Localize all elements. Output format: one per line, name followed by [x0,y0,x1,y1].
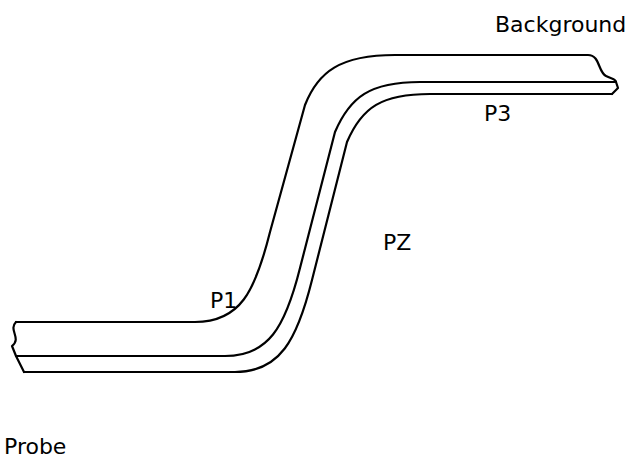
strip-right-end [612,82,618,94]
point-label: PZ [383,232,411,254]
point-label: P3 [484,103,511,125]
strip-bottom-edge [24,94,612,372]
region-label: Background [495,14,626,36]
strip-top-edge [16,82,616,356]
strip-left-end [12,322,24,372]
region-label: Probe [4,436,66,458]
point-label: P1 [210,290,237,312]
